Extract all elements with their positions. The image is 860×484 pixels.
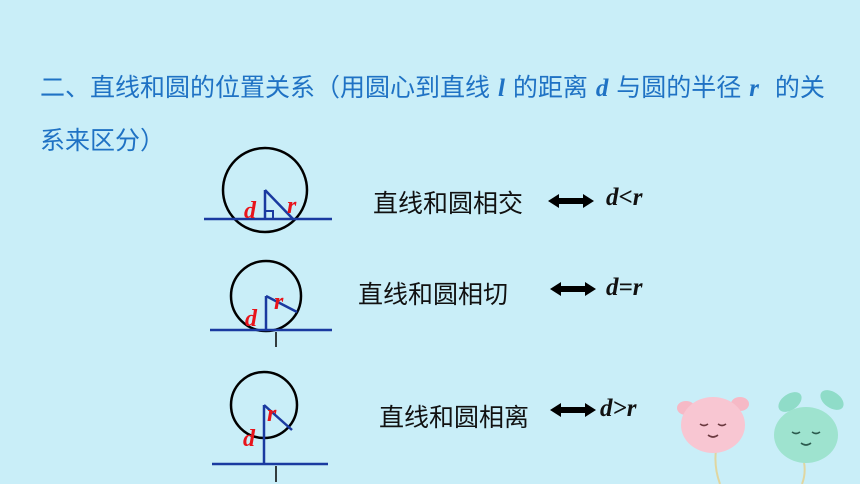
heading-var-l: l (497, 75, 505, 102)
relation-separate-condition: d>r (600, 395, 637, 422)
double-arrow-icon (550, 282, 596, 296)
relation-intersect-label: 直线和圆相交 (373, 189, 524, 218)
heading-text-4: 的关系来区分） (40, 73, 825, 155)
diagram-intersect: d r (204, 146, 332, 234)
label-d-intersect: d (244, 198, 257, 224)
diagram-tangent: d r (210, 259, 332, 347)
label-d-tangent: d (245, 306, 258, 332)
radius-segment-tangent (265, 294, 298, 314)
relation-tangent-label: 直线和圆相切 (358, 280, 509, 309)
relation-tangent-condition: d=r (606, 274, 643, 301)
heading-text-3: 与圆的半径 (616, 73, 742, 102)
heading-var-r: r (749, 75, 759, 102)
label-r-separate: r (267, 401, 277, 427)
heading-text-1: 二、直线和圆的位置关系（用圆心到直线 (40, 73, 491, 102)
heading-text-2: 的距离 (512, 73, 588, 102)
relation-intersect-condition: d<r (606, 184, 643, 211)
pink-balloon-character (677, 397, 749, 484)
radius-segment-separate (263, 404, 293, 431)
label-r-intersect: r (287, 193, 297, 219)
label-d-separate: d (243, 426, 256, 452)
relation-separate-label: 直线和圆相离 (379, 403, 530, 432)
section-heading: 二、直线和圆的位置关系（用圆心到直线 l 的距离 d 与圆的半径 r 的关系来区… (40, 62, 830, 167)
radius-segment-intersect (264, 189, 294, 220)
green-balloon-character (774, 390, 844, 484)
double-arrow-icon (550, 403, 596, 417)
right-angle-mark (265, 210, 274, 219)
diagram-separate: d r (212, 370, 328, 482)
double-arrow-icon (548, 194, 594, 208)
label-r-tangent: r (274, 289, 284, 315)
circle-intersect (221, 146, 309, 234)
heading-var-d: d (595, 75, 609, 102)
